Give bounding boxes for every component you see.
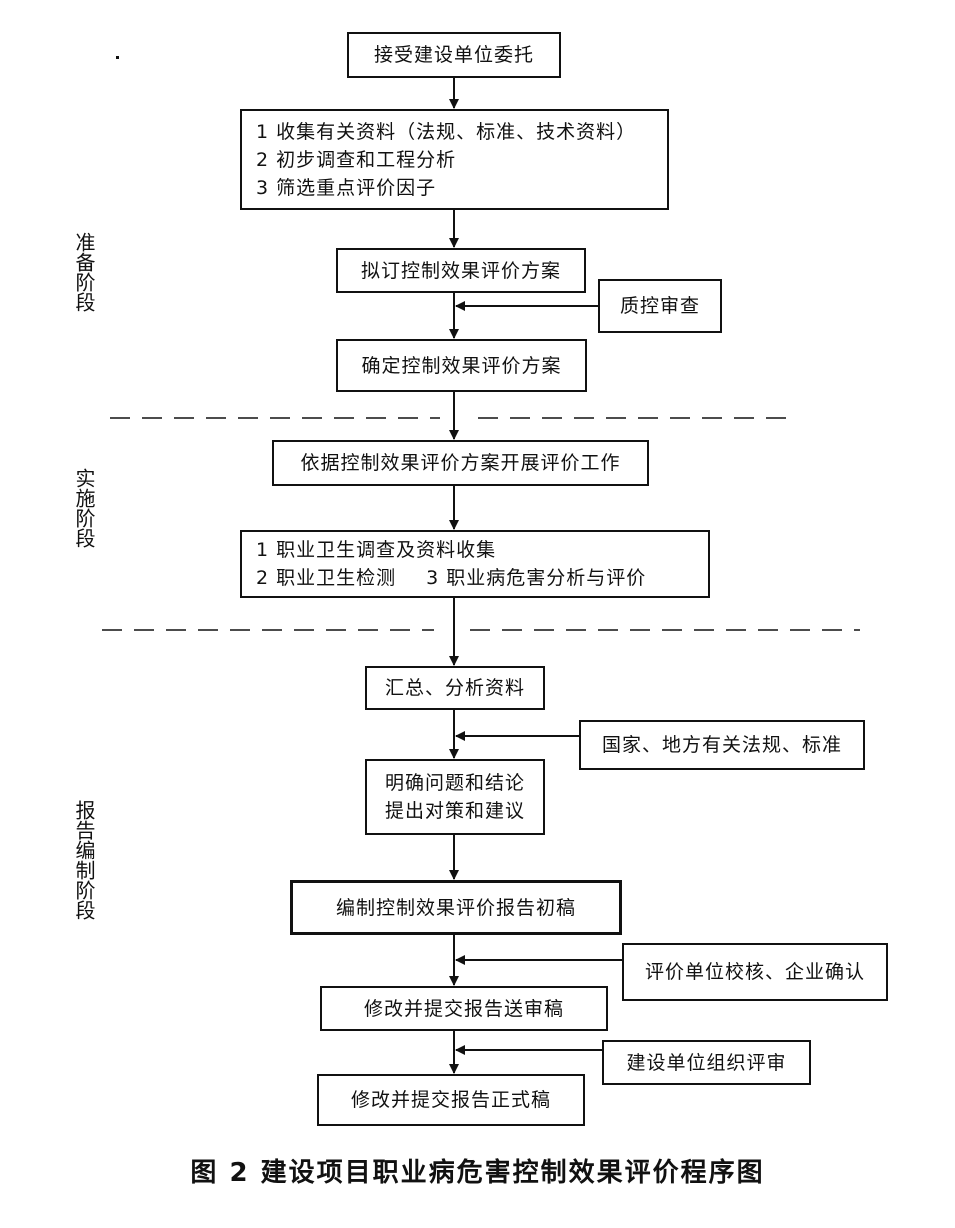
box-first-draft-text: 编制控制效果评价报告初稿 bbox=[335, 896, 576, 919]
stage-label-prep: 准备阶段 bbox=[72, 232, 96, 312]
box-verify-confirm-text: 评价单位校核、企业确认 bbox=[644, 961, 865, 983]
box-summarize-data: 汇总、分析资料 bbox=[365, 666, 545, 710]
prep-step-1: 1 收集有关资料（法规、标准、技术资料） bbox=[256, 120, 637, 143]
box-draft-plan-text: 拟订控制效果评价方案 bbox=[360, 259, 561, 282]
box-summarize-data-text: 汇总、分析资料 bbox=[384, 677, 525, 699]
stray-dot bbox=[116, 56, 119, 59]
box-final-report: 修改并提交报告正式稿 bbox=[317, 1074, 585, 1126]
box-regulations-text: 国家、地方有关法规、标准 bbox=[601, 734, 842, 756]
box-conduct-evaluation: 依据控制效果评价方案开展评价工作 bbox=[272, 440, 649, 486]
box-verify-confirm: 评价单位校核、企业确认 bbox=[622, 943, 888, 1001]
box-review-draft-text: 修改并提交报告送审稿 bbox=[363, 997, 564, 1020]
prep-step-3: 3 筛选重点评价因子 bbox=[256, 176, 437, 199]
box-prep-steps: 1 收集有关资料（法规、标准、技术资料） 2 初步调查和工程分析 3 筛选重点评… bbox=[240, 109, 669, 210]
box-organize-review: 建设单位组织评审 bbox=[602, 1040, 811, 1085]
box-confirm-plan-text: 确定控制效果评价方案 bbox=[361, 354, 562, 377]
box-conduct-evaluation-text: 依据控制效果评价方案开展评价工作 bbox=[300, 452, 621, 474]
conclusion-line-2: 提出对策和建议 bbox=[384, 800, 525, 822]
box-organize-review-text: 建设单位组织评审 bbox=[626, 1051, 787, 1074]
impl-step-2: 2 职业卫生检测 bbox=[256, 567, 397, 589]
conclusion-line-1: 明确问题和结论 bbox=[384, 772, 525, 794]
figure-caption: 图 2 建设项目职业病危害控制效果评价程序图 bbox=[190, 1158, 765, 1188]
box-review-draft: 修改并提交报告送审稿 bbox=[320, 986, 608, 1031]
box-conclusions: 明确问题和结论 提出对策和建议 bbox=[365, 759, 545, 835]
prep-step-2: 2 初步调查和工程分析 bbox=[256, 148, 457, 171]
box-qc-review-text: 质控审查 bbox=[619, 295, 700, 317]
box-accept-commission: 接受建设单位委托 bbox=[347, 32, 561, 78]
stage-label-impl: 实施阶段 bbox=[72, 468, 96, 548]
impl-step-1: 1 职业卫生调查及资料收集 bbox=[256, 539, 497, 561]
box-regulations: 国家、地方有关法规、标准 bbox=[579, 720, 865, 770]
impl-steps-2-3: 2 职业卫生检测 3 职业病危害分析与评价 bbox=[256, 564, 646, 592]
box-final-report-text: 修改并提交报告正式稿 bbox=[350, 1089, 551, 1111]
box-draft-plan: 拟订控制效果评价方案 bbox=[336, 248, 586, 293]
box-accept-commission-text: 接受建设单位委托 bbox=[373, 44, 534, 66]
box-first-draft: 编制控制效果评价报告初稿 bbox=[290, 880, 622, 935]
stage-label-report: 报告编制阶段 bbox=[72, 800, 96, 920]
box-confirm-plan: 确定控制效果评价方案 bbox=[336, 339, 587, 392]
impl-step-3: 3 职业病危害分析与评价 bbox=[426, 567, 647, 589]
box-impl-steps: 1 职业卫生调查及资料收集 2 职业卫生检测 3 职业病危害分析与评价 bbox=[240, 530, 710, 598]
box-qc-review: 质控审查 bbox=[598, 279, 722, 333]
